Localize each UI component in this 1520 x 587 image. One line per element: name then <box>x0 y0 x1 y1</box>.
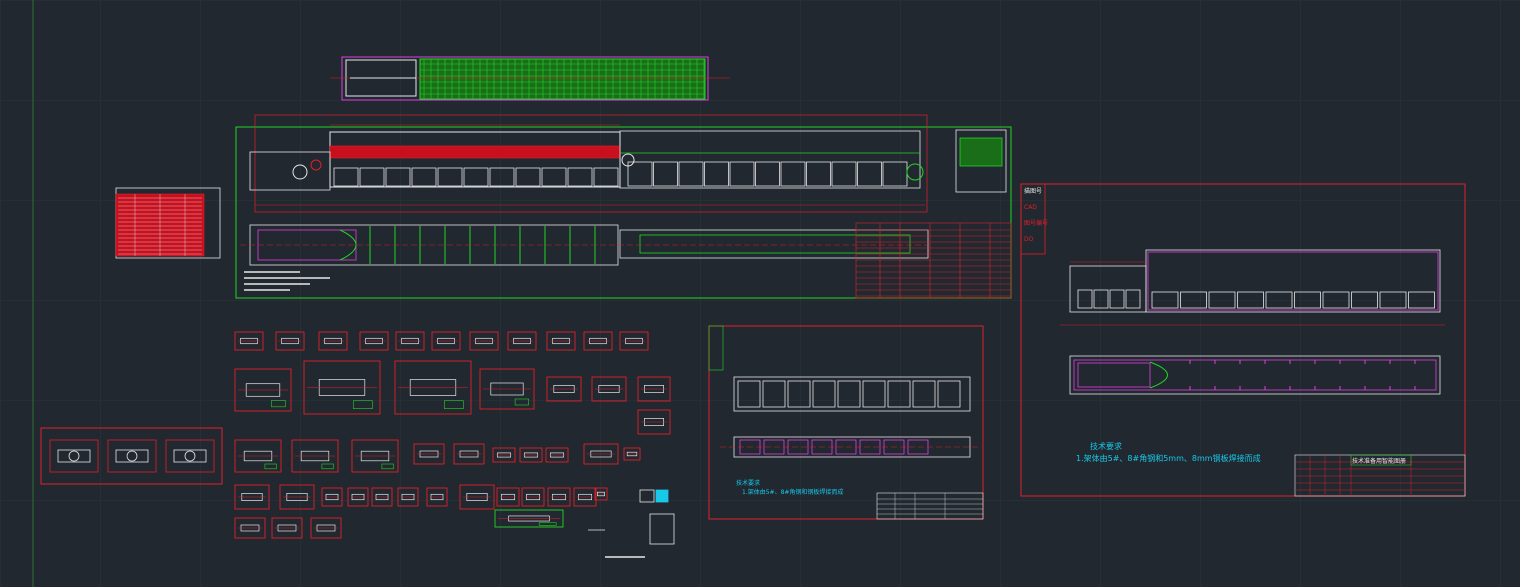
part-detail-18[interactable] <box>637 376 671 402</box>
part-detail-8[interactable] <box>507 331 537 351</box>
part-detail-45[interactable] <box>310 517 342 539</box>
part-detail-40[interactable] <box>547 487 571 507</box>
part-detail-35[interactable] <box>397 487 419 507</box>
part-detail-16[interactable] <box>546 376 582 402</box>
part-detail-5[interactable] <box>395 331 425 351</box>
part-detail-26[interactable] <box>519 447 543 463</box>
side-label-2: CAD <box>1024 204 1037 211</box>
top-plan-view[interactable] <box>330 56 730 101</box>
part-detail-37[interactable] <box>459 484 495 510</box>
part-detail-27[interactable] <box>545 447 569 463</box>
part-detail-9[interactable] <box>546 331 576 351</box>
part-detail-24[interactable] <box>453 443 485 465</box>
frame-assembly-sheet-right[interactable]: 描图号 CAD 图号编号 DO 技术要求 1.架体由5#、8#角钢和5mm、8mm钢板… <box>1020 183 1466 497</box>
part-detail-34[interactable] <box>371 487 393 507</box>
part-detail-2[interactable] <box>275 331 305 351</box>
tech-note-heading: 技术要求 <box>1090 441 1122 451</box>
part-detail-30[interactable] <box>234 484 270 510</box>
side-label-4: DO <box>1024 236 1034 243</box>
part-detail-7[interactable] <box>469 331 499 351</box>
part-detail-38[interactable] <box>496 487 520 507</box>
title-block-name: 技术准备用智能图册 <box>1352 457 1406 465</box>
part-detail-36[interactable] <box>426 487 448 507</box>
part-detail-15[interactable] <box>479 368 535 410</box>
part-detail-1[interactable] <box>234 331 264 351</box>
side-label-1: 描图号 <box>1024 187 1042 195</box>
part-detail-20[interactable] <box>234 439 282 473</box>
main-assembly-sheet[interactable] <box>235 114 1012 299</box>
mid-note-heading: 技术要求 <box>736 479 760 487</box>
part-detail-41[interactable] <box>573 487 597 507</box>
title-block-right[interactable]: 技术准备用智能图册 <box>1294 454 1466 497</box>
part-detail-32[interactable] <box>321 487 343 507</box>
part-detail-13[interactable] <box>303 360 381 415</box>
part-detail-21[interactable] <box>291 439 339 473</box>
part-detail-43[interactable] <box>234 517 266 539</box>
part-detail-6[interactable] <box>431 331 461 351</box>
part-detail-31[interactable] <box>279 484 315 510</box>
part-detail-17[interactable] <box>591 376 627 402</box>
part-detail-33[interactable] <box>347 487 369 507</box>
frame-detail-sheet[interactable]: 技术要求 1.架体由5#、8#角钢和钢板焊接而成 <box>708 325 984 520</box>
part-detail-44[interactable] <box>271 517 303 539</box>
part-detail-39[interactable] <box>521 487 545 507</box>
part-detail-42[interactable] <box>594 487 608 501</box>
part-detail-10[interactable] <box>583 331 613 351</box>
part-detail-29[interactable] <box>623 447 641 461</box>
side-label-3: 图号编号 <box>1024 219 1048 227</box>
part-detail-23[interactable] <box>413 443 445 465</box>
part-detail-28[interactable] <box>583 443 619 465</box>
left-bom-table[interactable] <box>115 187 221 259</box>
misc-fragments <box>588 489 675 558</box>
tech-note-line1: 1.架体由5#、8#角钢和5mm、8mm钢板焊接而成 <box>1076 453 1261 463</box>
mid-note-line1: 1.架体由5#、8#角钢和钢板焊接而成 <box>742 488 843 496</box>
part-detail-14[interactable] <box>394 360 472 415</box>
part-detail-25[interactable] <box>492 447 516 463</box>
detail-group-left[interactable] <box>40 427 223 485</box>
part-detail-22[interactable] <box>351 439 399 473</box>
part-detail-46[interactable] <box>494 509 564 528</box>
part-detail-4[interactable] <box>359 331 389 351</box>
part-detail-12[interactable] <box>234 368 292 412</box>
part-detail-3[interactable] <box>318 331 348 351</box>
part-detail-drawings[interactable] <box>234 331 671 539</box>
part-detail-11[interactable] <box>619 331 649 351</box>
part-detail-19[interactable] <box>637 409 671 435</box>
